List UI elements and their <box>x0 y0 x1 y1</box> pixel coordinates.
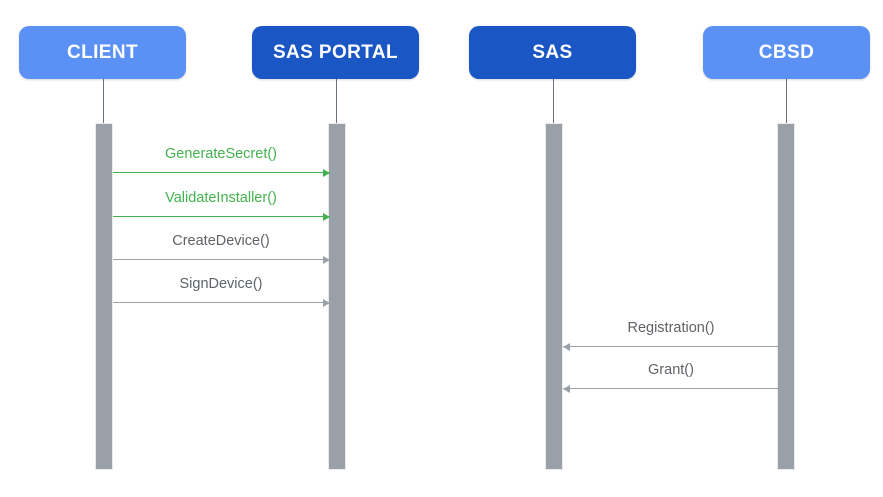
actor-label-sas-portal: SAS PORTAL <box>272 41 399 63</box>
message-label-registration: Registration() <box>627 320 715 336</box>
message-line-validate-installer <box>113 216 330 217</box>
message-arrowhead-sign-device <box>323 298 330 307</box>
actor-label-client: CLIENT <box>66 41 138 63</box>
message-label-grant: Grant() <box>648 362 694 378</box>
lifeline-sas-portal <box>336 79 337 124</box>
message-label-validate-installer: ValidateInstaller() <box>165 190 277 206</box>
lifeline-client <box>103 79 104 124</box>
message-arrowhead-grant <box>563 384 570 393</box>
message-line-generate-secret <box>113 172 330 173</box>
message-arrowhead-create-device <box>323 255 330 264</box>
message-label-create-device: CreateDevice() <box>172 233 270 249</box>
actor-label-cbsd: CBSD <box>758 41 815 63</box>
message-label-sign-device: SignDevice() <box>179 276 263 292</box>
activation-bar-cbsd <box>777 123 795 470</box>
message-line-sign-device <box>113 302 330 303</box>
message-arrowhead-generate-secret <box>323 168 330 177</box>
actor-box-cbsd[interactable]: CBSD <box>703 26 870 79</box>
actor-box-client[interactable]: CLIENT <box>19 26 186 79</box>
lifeline-sas <box>553 79 554 124</box>
message-arrowhead-registration <box>563 342 570 351</box>
message-line-create-device <box>113 259 330 260</box>
message-line-registration <box>563 346 779 347</box>
actor-box-sas[interactable]: SAS <box>469 26 636 79</box>
lifeline-cbsd <box>786 79 787 124</box>
activation-bar-sas-portal <box>328 123 346 470</box>
activation-bar-sas <box>545 123 563 470</box>
activation-bar-client <box>95 123 113 470</box>
actor-label-sas: SAS <box>532 41 573 63</box>
message-label-generate-secret: GenerateSecret() <box>164 146 278 162</box>
message-line-grant <box>563 388 779 389</box>
actor-box-sas-portal[interactable]: SAS PORTAL <box>252 26 419 79</box>
message-arrowhead-validate-installer <box>323 212 330 221</box>
